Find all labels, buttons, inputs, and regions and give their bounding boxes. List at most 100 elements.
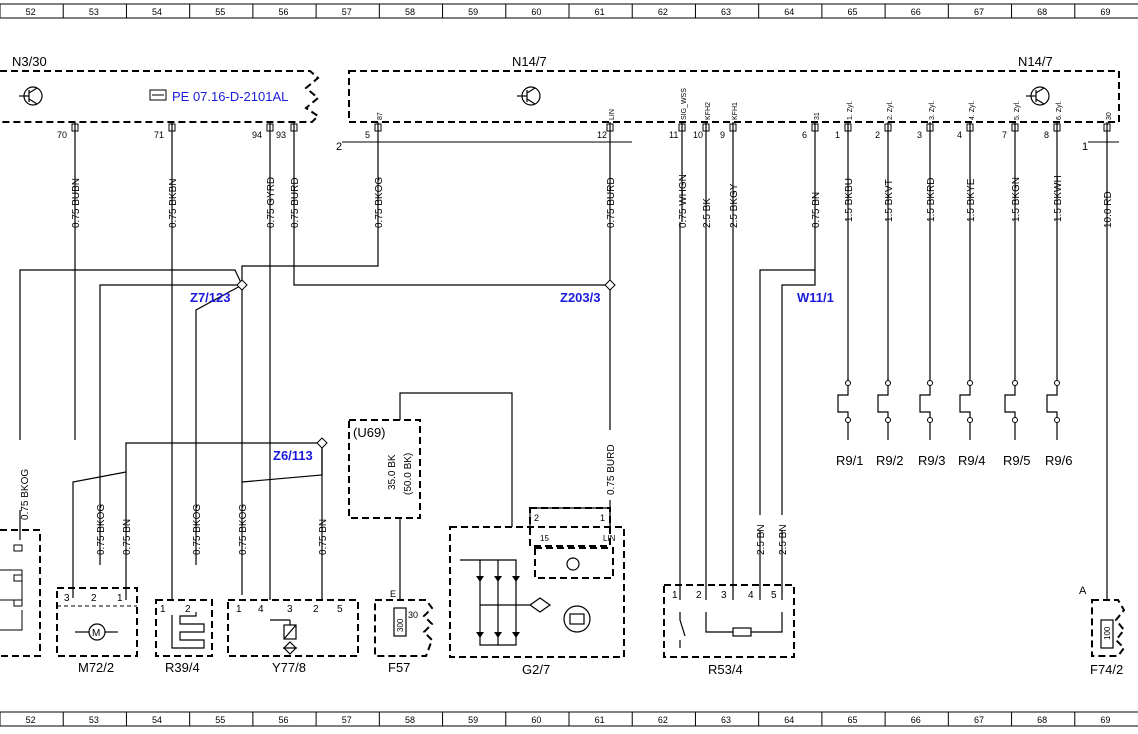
- pin-number: 93: [276, 130, 286, 140]
- grid-number: 63: [721, 715, 731, 725]
- svg-text:15: 15: [540, 534, 549, 543]
- pin-name: KFH1: [732, 102, 739, 120]
- svg-text:Z203/3: Z203/3: [560, 290, 600, 305]
- glow-plug-icon[interactable]: R9/5: [1003, 380, 1030, 469]
- wire-label: 1.5 BKRD: [926, 178, 937, 222]
- pin-name: 3. Zyl.: [929, 101, 936, 120]
- svg-text:R39/4: R39/4: [165, 660, 200, 675]
- glow-plug-label: R9/3: [918, 453, 945, 468]
- grid-number: 69: [1100, 7, 1110, 17]
- wire-label: 10.0 RD: [1103, 191, 1114, 228]
- wire-label: 0.75 WHGN: [678, 174, 689, 228]
- wire-label: 0.75 BKOG: [374, 177, 385, 228]
- grid-number: 60: [531, 715, 541, 725]
- svg-text:Z7/123: Z7/123: [190, 290, 230, 305]
- component-y77-8[interactable]: 1 4 3 2 5 Y77/8: [227, 599, 359, 675]
- svg-text:Z6/113: Z6/113: [273, 448, 313, 463]
- pin-stub: [926, 123, 934, 132]
- svg-text:F57: F57: [388, 660, 410, 675]
- svg-text:A: A: [1079, 585, 1087, 597]
- switch-icon: [679, 612, 686, 648]
- pin-name: 30: [1106, 112, 1113, 120]
- wire-label: 0.75 GYRD: [266, 177, 277, 228]
- grid-number: 58: [405, 7, 415, 17]
- svg-text:1: 1: [672, 590, 678, 601]
- wire-labels-bottom: 0.75 BKOG 0.75 BKOG 0.75 BN 0.75 BKOG 0.…: [20, 444, 789, 555]
- svg-text:2.5 BN: 2.5 BN: [778, 524, 789, 555]
- grid-number: 64: [784, 7, 794, 17]
- pin-stub: [702, 123, 710, 132]
- component-r53-4[interactable]: 1 2 3 4 5 R53/4: [663, 584, 795, 677]
- module-n14-7[interactable]: N14/7 N14/7 2 1: [336, 54, 1120, 153]
- grid-number: 67: [974, 715, 984, 725]
- svg-text:30: 30: [408, 610, 418, 620]
- motor-icon: M: [75, 623, 118, 641]
- wire-label: 0.75 BUBN: [71, 178, 82, 228]
- svg-text:LIN: LIN: [603, 534, 616, 543]
- regulator-icon: [563, 605, 591, 633]
- svg-text:M: M: [92, 628, 100, 639]
- component-g2-7[interactable]: 2 1 15 LIN G2/7: [449, 507, 625, 677]
- module-n14-7-label-right: N14/7: [1018, 54, 1053, 69]
- splice-z7-123[interactable]: Z7/123: [190, 279, 248, 305]
- grid-number: 64: [784, 715, 794, 725]
- component-f57[interactable]: E 30 300 F57: [374, 589, 434, 675]
- connector-2-label: 2: [336, 141, 342, 153]
- svg-text:2: 2: [185, 604, 191, 615]
- splice-z6-113[interactable]: Z6/113: [273, 437, 328, 463]
- svg-text:Y77/8: Y77/8: [272, 660, 306, 675]
- splice-z203-3[interactable]: Z203/3: [560, 279, 616, 305]
- pin-name: 87: [377, 112, 384, 120]
- splice-w11-1[interactable]: W11/1: [797, 290, 834, 305]
- svg-text:2: 2: [696, 590, 702, 601]
- svg-text:0.75 BKOG: 0.75 BKOG: [238, 504, 249, 555]
- grid-number: 66: [911, 7, 921, 17]
- grid-number: 63: [721, 7, 731, 17]
- svg-text:(50.0 BK): (50.0 BK): [403, 453, 414, 495]
- svg-text:E: E: [390, 589, 396, 599]
- grid-number: 52: [26, 7, 36, 17]
- grid-number: 66: [911, 715, 921, 725]
- pin-stub: [266, 123, 274, 132]
- pin-number: 2: [875, 130, 880, 140]
- glow-plug-icon[interactable]: R9/2: [876, 380, 903, 469]
- grid-number: 53: [89, 715, 99, 725]
- glow-plug-icon[interactable]: R9/3: [918, 380, 945, 469]
- wire-label: 2.5 BKGY: [729, 183, 740, 228]
- pin-stub: [71, 123, 79, 132]
- pin-number: 70: [57, 130, 67, 140]
- heater-icon: [171, 612, 205, 649]
- svg-text:100: 100: [1103, 626, 1112, 640]
- glow-plug-icon[interactable]: R9/1: [836, 380, 863, 469]
- svg-text:0.75 BURD: 0.75 BURD: [606, 444, 617, 495]
- glow-plug-label: R9/4: [958, 453, 985, 468]
- pin-stub: [678, 123, 686, 132]
- svg-text:M72/2: M72/2: [78, 660, 114, 675]
- glow-plug-icon[interactable]: R9/6: [1045, 380, 1072, 469]
- u69-box[interactable]: (U69): [348, 419, 421, 519]
- pin-number: 11: [669, 130, 678, 140]
- pin-name: 6. Zyl.: [1056, 101, 1063, 120]
- wire-label: 2.5 BK: [702, 198, 713, 228]
- pin-stub: [290, 123, 298, 132]
- grid-number: 61: [595, 7, 605, 17]
- transistor-icon: [517, 86, 541, 106]
- glow-plug-label: R9/6: [1045, 453, 1072, 468]
- pin-number: 6: [802, 130, 807, 140]
- svg-text:0.75 BKOG: 0.75 BKOG: [96, 504, 107, 555]
- pin-name: 31: [814, 112, 821, 120]
- svg-text:0.75 BKOG: 0.75 BKOG: [192, 504, 203, 555]
- svg-text:1: 1: [160, 604, 166, 615]
- reference-link[interactable]: PE 07.16-D-2101AL: [172, 89, 288, 104]
- component-m72-2[interactable]: M M72/2 3 2 1: [56, 587, 138, 675]
- glow-plug-icon[interactable]: R9/4: [958, 380, 985, 469]
- component-r39-4[interactable]: 1 2 R39/4: [155, 599, 213, 675]
- rectifier-icon: [460, 559, 552, 646]
- grid-number: 55: [215, 715, 225, 725]
- glow-plug-label: R9/1: [836, 453, 863, 468]
- svg-text:0.75 BN: 0.75 BN: [318, 519, 329, 555]
- module-n3-30[interactable]: N3/30 PE 07.16-D-2101AL: [0, 54, 320, 123]
- component-f74-2[interactable]: A 100 F74/2: [1079, 585, 1126, 677]
- left-edge-component[interactable]: [0, 529, 41, 657]
